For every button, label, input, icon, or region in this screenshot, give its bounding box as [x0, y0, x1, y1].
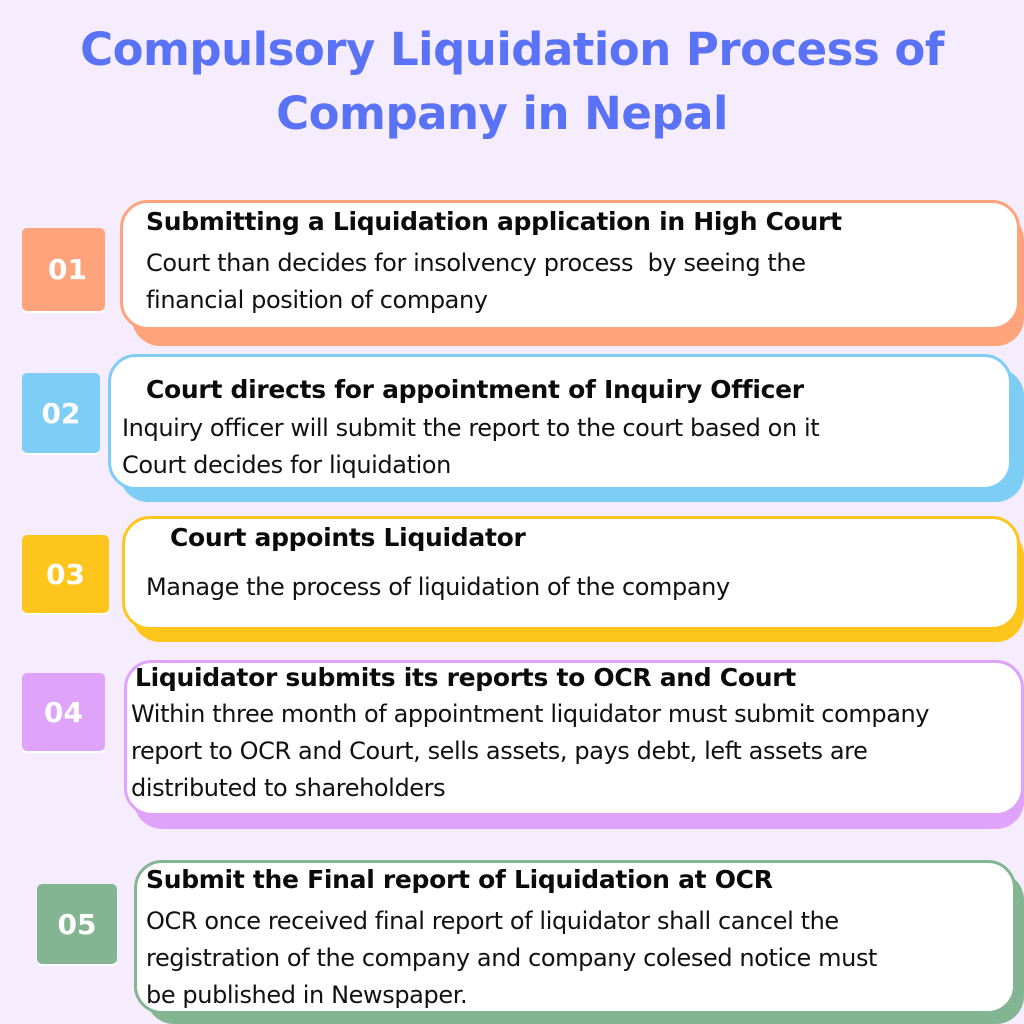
description-line: registration of the company and company … [146, 944, 878, 972]
title-line-1: Compulsory Liquidation Process of [80, 23, 944, 76]
description-line: Court decides for liquidation [122, 451, 451, 479]
step-number-badge: 04 [22, 673, 105, 751]
step-number-badge: 02 [22, 373, 100, 453]
description-line: Manage the process of liquidation of the… [146, 573, 730, 601]
step-number-badge: 03 [22, 535, 109, 613]
description-line: financial position of company [146, 286, 488, 314]
step-card [120, 200, 1020, 330]
step-title: Submitting a Liquidation application in … [146, 207, 842, 236]
step-card [124, 660, 1024, 816]
description-line: OCR once received final report of liquid… [146, 907, 839, 935]
step-title: Court appoints Liquidator [170, 523, 526, 552]
step-card [108, 354, 1012, 490]
step-description: Court than decides for insolvency proces… [146, 245, 806, 319]
description-line: Within three month of appointment liquid… [131, 700, 930, 728]
page-title: Compulsory Liquidation Process of Compan… [0, 18, 1024, 146]
description-line: Court than decides for insolvency proces… [146, 249, 806, 277]
description-line: distributed to shareholders [131, 774, 446, 802]
description-line: Inquiry officer will submit the report t… [122, 414, 820, 442]
step-description: OCR once received final report of liquid… [146, 903, 877, 1014]
step-number-badge: 05 [37, 884, 117, 964]
step-description: Inquiry officer will submit the report t… [122, 410, 820, 484]
step-card [134, 860, 1016, 1014]
title-line-2: Company in Nepal [276, 87, 728, 140]
step-title: Submit the Final report of Liquidation a… [146, 865, 773, 894]
step-description: Manage the process of liquidation of the… [146, 569, 730, 606]
step-card [122, 516, 1020, 630]
step-title: Court directs for appointment of Inquiry… [146, 375, 804, 404]
step-description: Within three month of appointment liquid… [131, 696, 930, 807]
description-line: report to OCR and Court, sells assets, p… [131, 737, 868, 765]
description-line: be published in Newspaper. [146, 981, 468, 1009]
step-number-badge: 01 [22, 228, 105, 311]
step-title: Liquidator submits its reports to OCR an… [135, 663, 796, 692]
